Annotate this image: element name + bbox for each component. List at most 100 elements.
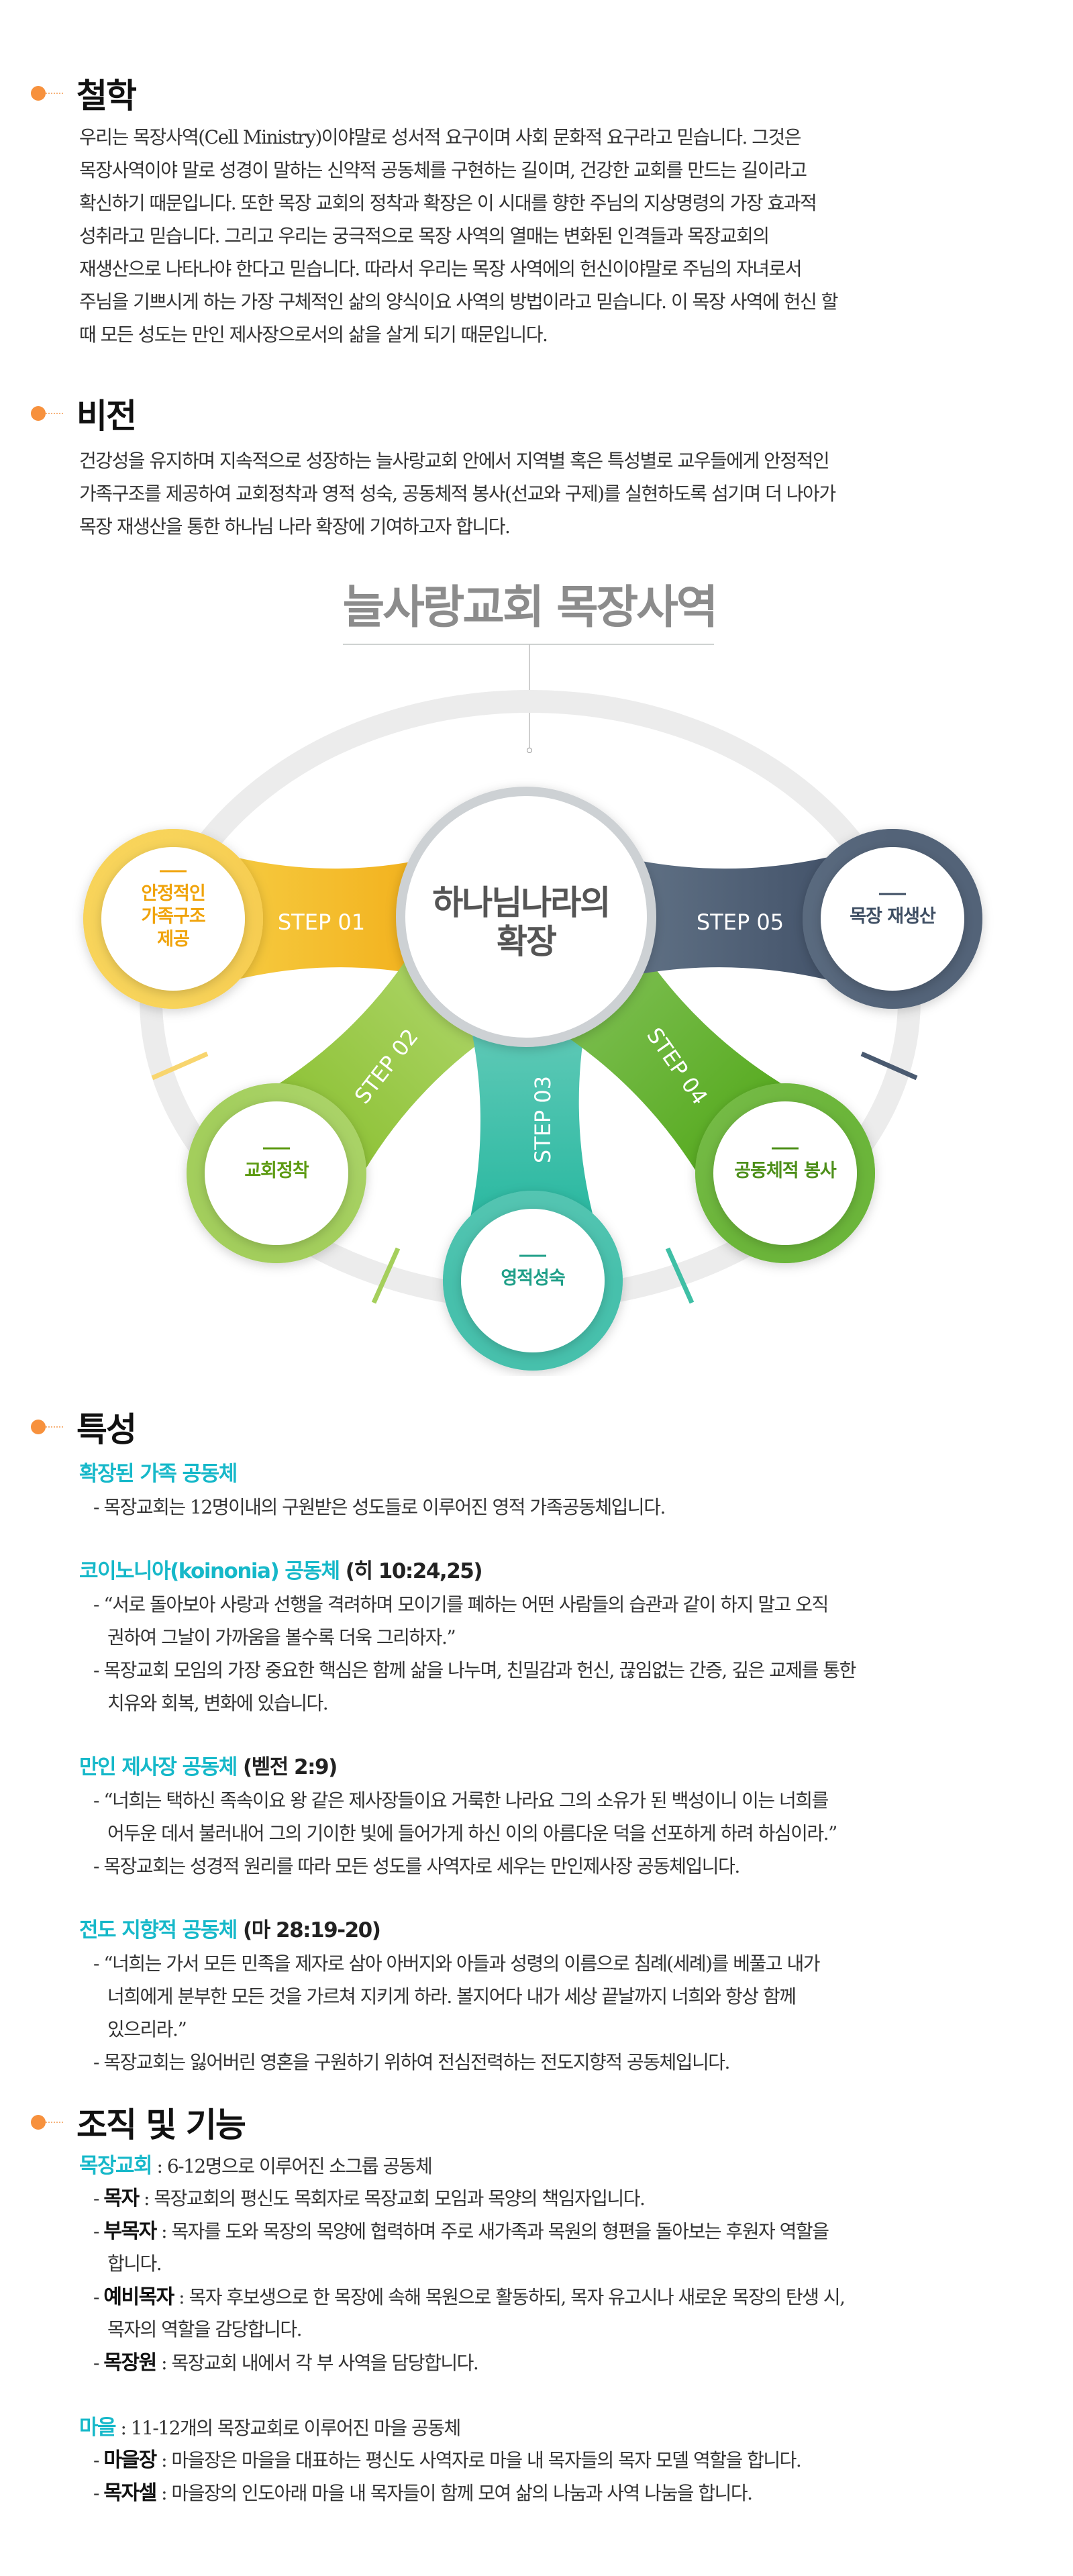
org-group-label: 목장교회 — [79, 2154, 153, 2178]
feature-line: - 목장교회는 성경적 원리를 따라 모든 성도를 사역자로 세우는 만인제사장… — [93, 1855, 740, 1877]
role-description: : 목장교회의 평신도 목회자로 목장교회 모임과 목양의 책임자입니다. — [138, 2187, 646, 2210]
bullet-icon — [31, 1417, 98, 1437]
org-group-label: 마을 — [79, 2416, 117, 2440]
feature-heading: 확장된 가족 공동체 — [79, 1458, 856, 1491]
section-title: 조직 및 기능 — [76, 2106, 246, 2144]
scripture-reference: (히 10:24,25) — [339, 1559, 483, 1583]
feature-line: 어두운 데서 불러내어 그의 기이한 빛에 들어가게 하신 이의 아름다운 덕을… — [107, 1822, 837, 1844]
paragraph-line: 가족구조를 제공하여 교회정착과 영적 성숙, 공동체적 봉사(선교와 구제)를… — [79, 483, 836, 505]
feature-title: 전도 지향적 공동체 — [79, 1918, 238, 1942]
center-text-line: 확장 — [497, 922, 557, 961]
org-group-heading: 마을 : 11-12개의 목장교회로 이루어진 마을 공동체 — [79, 2410, 845, 2443]
step-node-2: 교회정착 — [187, 1083, 366, 1263]
section-title: 특성 — [76, 1410, 137, 1449]
svg-text:하나님나라의 확장: 하나님나라의 확장 — [432, 883, 619, 961]
scripture-reference: (마 28:19-20) — [236, 1918, 381, 1942]
feature-title: 확장된 가족 공동체 — [79, 1462, 238, 1486]
paragraph-line: 성취라고 믿습니다. 그리고 우리는 궁극적으로 목장 사역의 열매는 변화된 … — [79, 225, 770, 247]
paragraph-line: 건강성을 유지하며 지속적으로 성장하는 늘사랑교회 안에서 지역별 혹은 특성… — [79, 450, 830, 472]
step-node-text-line: 안정적인 — [141, 883, 205, 904]
org-role: - 마을장 : 마을장은 마을을 대표하는 평신도 사역자로 마을 내 목자들의… — [93, 2448, 802, 2472]
center-node: 하나님나라의 확장 — [396, 787, 656, 1047]
step-node-text-line: 목장 재생산 — [850, 906, 936, 927]
feature-item: 코이노니아(koinonia) 공동체 (히 10:24,25)- “서로 돌아… — [79, 1555, 856, 1720]
role-description: : 마을장의 인도아래 마을 내 목자들이 함께 모여 삶의 나눔과 사역 나눔… — [156, 2482, 753, 2504]
feature-line: - 목장교회는 12명이내의 구원받은 성도들로 이루어진 영적 가족공동체입니… — [93, 1496, 666, 1518]
ring-tick — [371, 1247, 401, 1304]
role-term: 예비목자 — [103, 2285, 174, 2309]
step-node-text: 영적성숙 — [501, 1268, 565, 1289]
step-label: STEP 05 — [697, 909, 784, 935]
step-node-5: 목장 재생산 — [803, 829, 982, 1009]
role-description-cont: 목자의 역할을 감당합니다. — [107, 2318, 303, 2340]
role-term: 마을장 — [103, 2448, 157, 2472]
paragraph-line: 확신하기 때문입니다. 또한 목장 교회의 정착과 확장은 이 시대를 향한 주… — [79, 192, 817, 214]
feature-line: - “너희는 가서 모든 민족을 제자로 삼아 아버지와 아들과 성령의 이름으… — [93, 1952, 820, 1975]
step-label: STEP 01 — [278, 909, 365, 935]
feature-line: - 목장교회는 잃어버린 영혼을 구원하기 위하여 전심전력하는 전도지향적 공… — [93, 2051, 730, 2073]
feature-title: 만인 제사장 공동체 — [79, 1755, 238, 1779]
step-node-text-line: 제공 — [157, 929, 189, 950]
step-node-4: 공동체적 봉사 — [695, 1083, 875, 1263]
step-label: STEP 03 — [530, 1076, 556, 1163]
org-group-desc: : 11-12개의 목장교회로 이루어진 마을 공동체 — [115, 2417, 461, 2439]
center-text-line: 하나님나라의 — [432, 883, 609, 922]
role-term: 목장원 — [103, 2351, 157, 2375]
section-title: 비전 — [76, 397, 137, 436]
organization-list: 목장교회 : 6-12명으로 이루어진 소그룹 공동체- 목자 : 목장교회의 … — [79, 2148, 846, 2509]
diagram-title: 늘사랑교회 목장사역 — [343, 581, 717, 634]
org-group-heading: 목장교회 : 6-12명으로 이루어진 소그룹 공동체 — [79, 2148, 845, 2181]
step-node-text-line: 교회정착 — [244, 1160, 309, 1181]
step-node-text-line: 공동체적 봉사 — [734, 1160, 837, 1181]
step-node-text: 교회정착 — [244, 1160, 309, 1181]
step-node-text-line: 영적성숙 — [501, 1268, 565, 1289]
paragraph-line: 재생산으로 나타나야 한다고 믿습니다. 따라서 우리는 목장 사역에의 헌신이… — [79, 258, 803, 280]
role-description: : 목장교회 내에서 각 부 사역을 담당합니다. — [156, 2352, 479, 2374]
section-header-philosophy: 철학 — [0, 73, 137, 115]
step-node-text: 공동체적 봉사 — [734, 1160, 837, 1181]
section-title: 철학 — [76, 77, 137, 115]
feature-title: 코이노니아(koinonia) 공동체 — [79, 1559, 340, 1583]
paragraph-line: 목장 재생산을 통한 하나님 나라 확장에 기여하고자 합니다. — [79, 515, 511, 538]
feature-line: 너희에게 분부한 모든 것을 가르쳐 지키게 하라. 볼지어다 내가 세상 끝날… — [107, 1985, 797, 2008]
feature-item: 만인 제사장 공동체 (벧전 2:9) - “너희는 택하신 족속이요 왕 같은 … — [79, 1751, 856, 1883]
role-description-cont: 합니다. — [107, 2252, 162, 2275]
feature-line: 있으리라.” — [107, 2018, 187, 2040]
role-term: 부목자 — [103, 2220, 157, 2243]
bullet-icon — [31, 2112, 98, 2132]
section-header-features: 특성 — [0, 1407, 137, 1449]
bullet-icon — [31, 403, 98, 424]
feature-line: - “너희는 택하신 족속이요 왕 같은 제사장들이요 거룩한 나라요 그의 소… — [93, 1789, 829, 1812]
bullet-icon — [31, 83, 98, 103]
role-description: : 목자를 도와 목장의 목양에 협력하며 주로 새가족과 목원의 형편을 돌아… — [156, 2220, 829, 2242]
step-node-text-line: 가족구조 — [141, 906, 205, 927]
org-group-desc: : 6-12명으로 이루어진 소그룹 공동체 — [152, 2155, 432, 2177]
org-role: - 목자셀 : 마을장의 인도아래 마을 내 목자들이 함께 모여 삶의 나눔과… — [93, 2481, 753, 2505]
step-node-text: 목장 재생산 — [850, 906, 936, 927]
org-role: - 목장원 : 목장교회 내에서 각 부 사역을 담당합니다. — [93, 2351, 479, 2375]
org-group: 목장교회 : 6-12명으로 이루어진 소그룹 공동체- 목자 : 목장교회의 … — [79, 2148, 846, 2379]
role-term: 목자 — [103, 2187, 140, 2210]
org-group: 마을 : 11-12개의 목장교회로 이루어진 마을 공동체 - 마을장 : 마을… — [79, 2410, 845, 2509]
feature-heading: 전도 지향적 공동체 (마 28:19-20) — [79, 1914, 856, 1947]
feature-heading: 만인 제사장 공동체 (벧전 2:9) — [79, 1751, 856, 1784]
role-description: : 마을장은 마을을 대표하는 평신도 사역자로 마을 내 목자들의 목자 모델… — [156, 2449, 802, 2471]
feature-heading: 코이노니아(koinonia) 공동체 (히 10:24,25) — [79, 1555, 856, 1588]
role-term: 목자셀 — [103, 2481, 157, 2505]
feature-line: 권하여 그날이 가까움을 볼수록 더욱 그리하자.” — [107, 1626, 456, 1648]
ring-tick — [665, 1247, 695, 1304]
role-description: : 목자 후보생으로 한 목장에 속해 목원으로 활동하되, 목자 유고시나 새… — [173, 2286, 846, 2308]
paragraph-line: 주님을 기쁘시게 하는 가장 구체적인 삶의 양식이요 사역의 방법이라고 믿습… — [79, 291, 838, 313]
feature-item: 전도 지향적 공동체 (마 28:19-20) - “너희는 가서 모든 민족을 … — [79, 1914, 856, 2079]
ring-tick — [860, 1051, 918, 1081]
section-header-organization: 조직 및 기능 — [0, 2102, 246, 2144]
scripture-reference: (벧전 2:9) — [236, 1755, 338, 1779]
ring-tick — [151, 1051, 209, 1081]
step-node-3: 영적성숙 — [443, 1191, 623, 1371]
connector-dot — [527, 748, 532, 753]
vision-text: 건강성을 유지하며 지속적으로 성장하는 늘사랑교회 안에서 지역별 혹은 특성… — [79, 444, 836, 543]
